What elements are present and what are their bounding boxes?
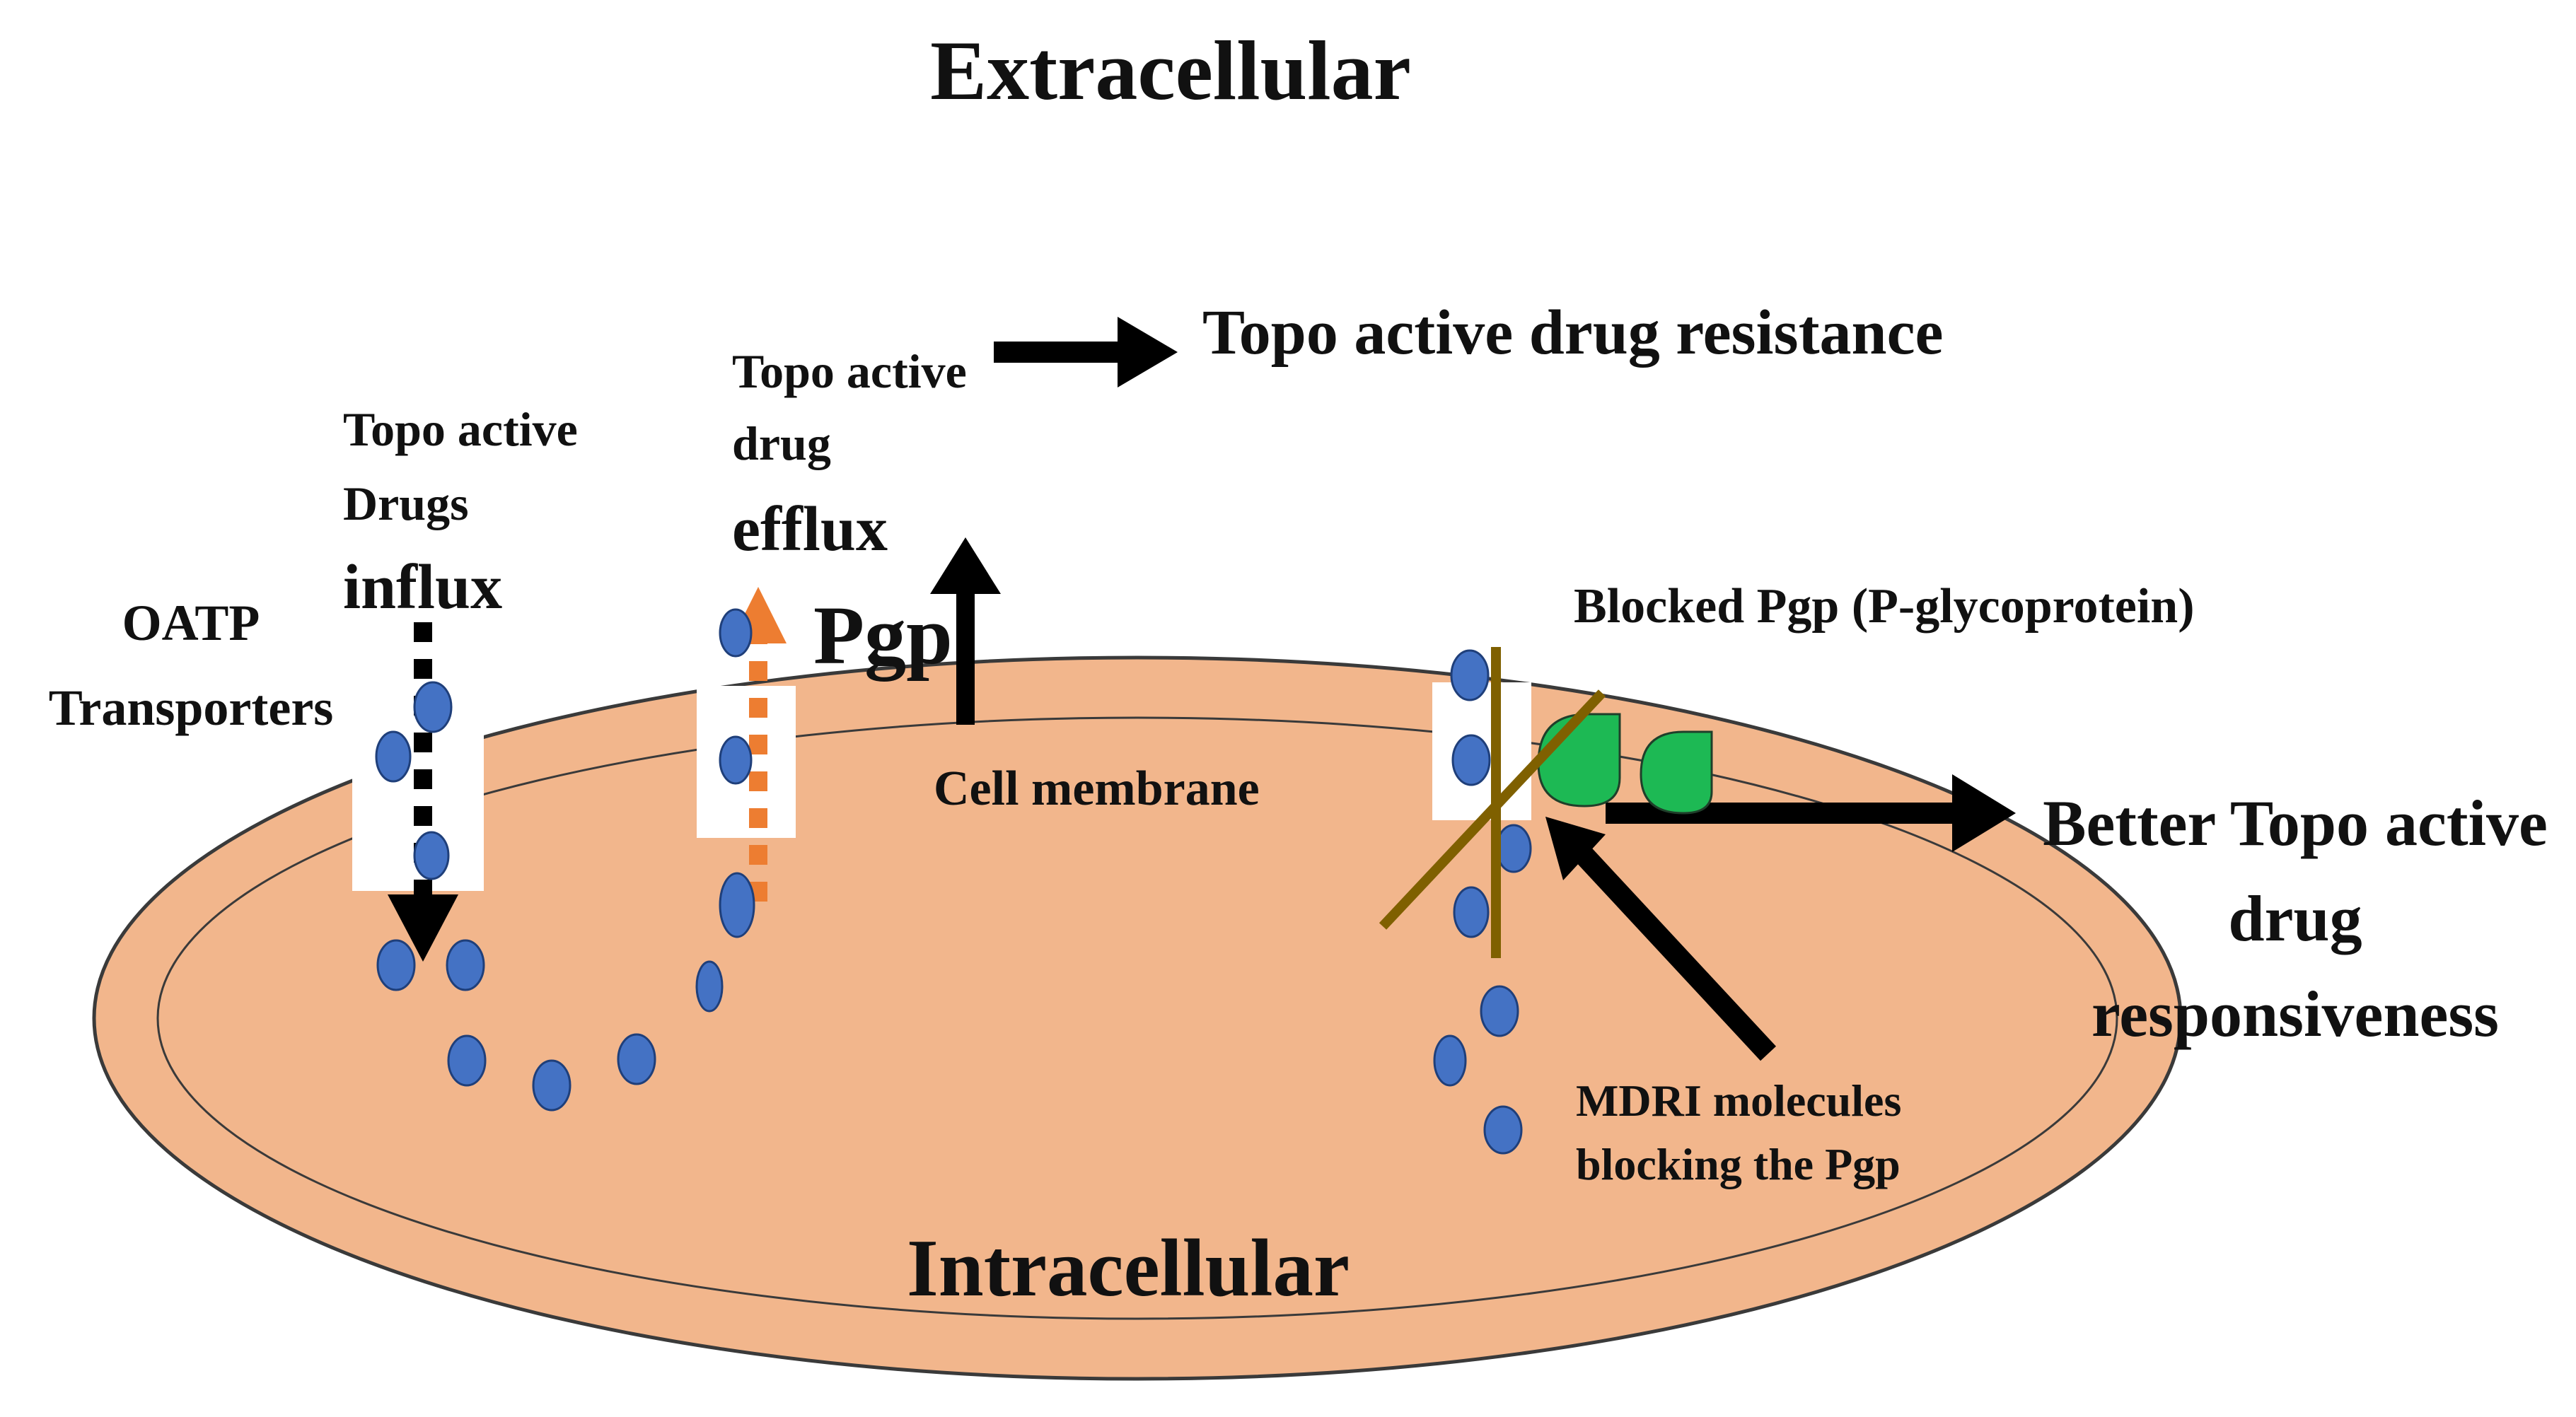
pgp-label: Pgp — [813, 589, 953, 682]
responsiveness-label-line2: drug — [2228, 882, 2362, 955]
drug-molecule-icon — [1495, 824, 1532, 873]
influx-label-line2: Drugs — [343, 477, 469, 530]
responsiveness-label-line1: Better Topo active — [2043, 787, 2548, 859]
resistance-arrow-head — [1118, 317, 1178, 387]
extracellular-label: Extracellular — [930, 23, 1411, 117]
mdri-label-line2: blocking the Pgp — [1576, 1139, 1901, 1189]
drug-molecule-icon — [1453, 886, 1490, 938]
oatp-label-line2: Transporters — [49, 680, 334, 736]
mdri-arrow-head — [1545, 817, 1606, 880]
resistance-label: Topo active drug resistance — [1202, 298, 1943, 368]
drug-molecule-icon — [617, 1033, 656, 1085]
pgp-up-arrow-head — [930, 537, 1001, 594]
drug-molecule-icon — [532, 1059, 572, 1112]
drug-molecule-icon — [413, 831, 450, 880]
pgp-protein-icon — [1640, 730, 1713, 815]
drug-molecule-icon — [719, 608, 753, 658]
cell-membrane-label: Cell membrane — [934, 762, 1260, 816]
responsiveness-label-line3: responsiveness — [2091, 978, 2499, 1050]
drug-molecule-icon — [719, 872, 755, 938]
influx-label-line1: Topo active — [343, 402, 578, 456]
drug-molecule-icon — [413, 681, 453, 733]
responsiveness-arrow-head — [1952, 774, 2016, 852]
drug-molecule-icon — [1451, 734, 1491, 786]
drug-molecule-icon — [1480, 985, 1519, 1037]
blocked-pgp-label: Blocked Pgp (P-glycoprotein) — [1574, 579, 2195, 634]
drug-molecule-icon — [446, 939, 485, 991]
efflux-label-line2: drug — [732, 416, 831, 470]
drug-molecule-icon — [1483, 1105, 1523, 1155]
drug-molecule-icon — [1450, 649, 1490, 701]
efflux-label-line3: efflux — [732, 494, 888, 564]
drug-molecule-icon — [1433, 1034, 1467, 1087]
drug-molecule-icon — [719, 735, 753, 785]
cell-inner-membrane — [156, 716, 2118, 1320]
influx-label-line3: influx — [343, 552, 502, 622]
drug-molecule-icon — [447, 1034, 487, 1087]
mdri-arrow-shaft — [1577, 848, 1776, 1061]
mdri-label-line1: MDRI molecules — [1576, 1075, 1901, 1126]
drug-molecules — [375, 608, 1532, 1155]
drug-molecule-icon — [375, 730, 412, 783]
block-cross-icon — [1379, 647, 1606, 958]
drug-molecule-icon — [376, 939, 416, 991]
cell-body — [92, 655, 2183, 1381]
oatp-label-line1: OATP — [122, 595, 260, 651]
influx-arrow-head — [388, 894, 458, 962]
efflux-label-line1: Topo active — [732, 344, 967, 398]
drug-molecule-icon — [695, 960, 724, 1013]
intracellular-label: Intracellular — [907, 1223, 1350, 1313]
pgp-protein-icon — [1537, 713, 1621, 807]
